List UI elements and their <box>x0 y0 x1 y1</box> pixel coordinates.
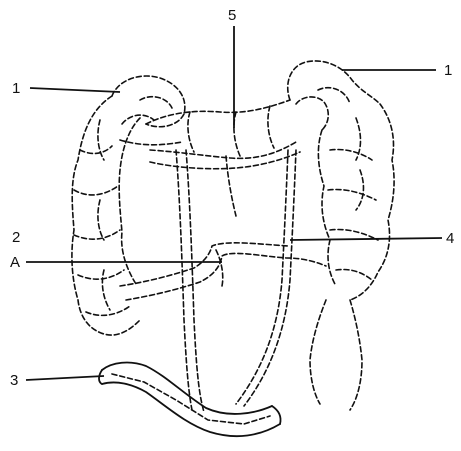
splenic-flexure <box>288 61 380 130</box>
inner-vessels <box>176 150 296 412</box>
label-a: A <box>10 254 20 271</box>
descending-colon <box>318 104 394 300</box>
mesenteric-structure-a <box>120 243 326 300</box>
label-1-right: 1 <box>444 62 452 79</box>
leader-4 <box>290 238 442 240</box>
label-1-left: 1 <box>12 80 20 97</box>
sigmoid-colon <box>310 300 362 410</box>
label-2: 2 <box>12 229 20 246</box>
transverse-colon <box>120 100 300 169</box>
hepatic-flexure <box>112 76 185 127</box>
leader-lines <box>26 26 442 380</box>
leader-1-left <box>30 88 120 92</box>
label-4: 4 <box>446 230 454 247</box>
label-3: 3 <box>10 372 18 389</box>
leader-3 <box>26 376 104 380</box>
label-5: 5 <box>228 7 236 24</box>
